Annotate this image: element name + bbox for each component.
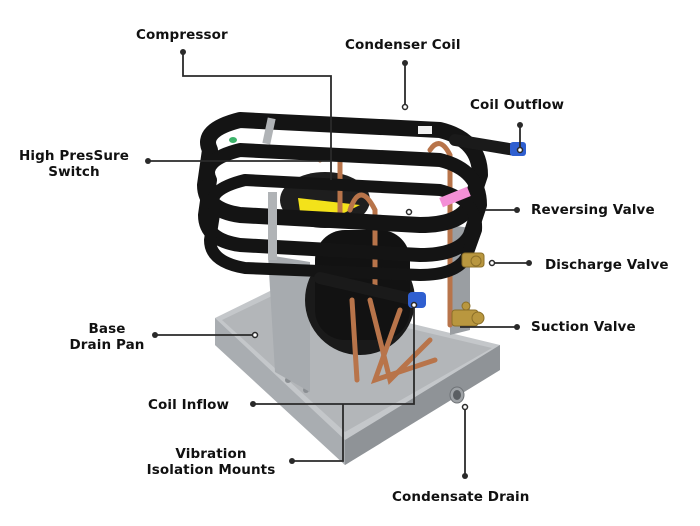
label-base-drain-pan-line2: Drain Pan bbox=[69, 337, 145, 353]
leader-dots bbox=[145, 49, 532, 479]
label-condenser-coil: Condenser Coil bbox=[345, 37, 461, 53]
label-reversing-valve: Reversing Valve bbox=[531, 202, 655, 218]
label-high-pressure-switch-line2: Switch bbox=[48, 164, 100, 180]
label-coil-outflow: Coil Outflow bbox=[470, 97, 565, 113]
coil-straps bbox=[229, 117, 471, 260]
label-coil-inflow: Coil Inflow bbox=[148, 397, 230, 413]
service-valves bbox=[451, 252, 485, 327]
label-high-pressure-switch: High PresSure Switch bbox=[14, 148, 134, 180]
label-high-pressure-switch-line1: High PresSure bbox=[18, 148, 130, 164]
condenser-coil bbox=[197, 112, 488, 281]
label-vibration-isolation-line2: Isolation Mounts bbox=[146, 462, 276, 478]
label-condensate-drain: Condensate Drain bbox=[392, 489, 530, 505]
leader-lines bbox=[148, 52, 529, 476]
label-discharge-valve: Discharge Valve bbox=[545, 257, 669, 273]
label-suction-valve: Suction Valve bbox=[531, 319, 636, 335]
label-compressor: Compressor bbox=[136, 27, 228, 43]
label-vibration-isolation-line1: Vibration bbox=[175, 446, 247, 462]
leader-endpoints bbox=[251, 103, 524, 411]
label-vibration-isolation-mounts: Vibration Isolation Mounts bbox=[140, 446, 282, 478]
label-base-drain-pan: Base Drain Pan bbox=[62, 321, 152, 353]
label-base-drain-pan-line1: Base bbox=[88, 321, 126, 337]
